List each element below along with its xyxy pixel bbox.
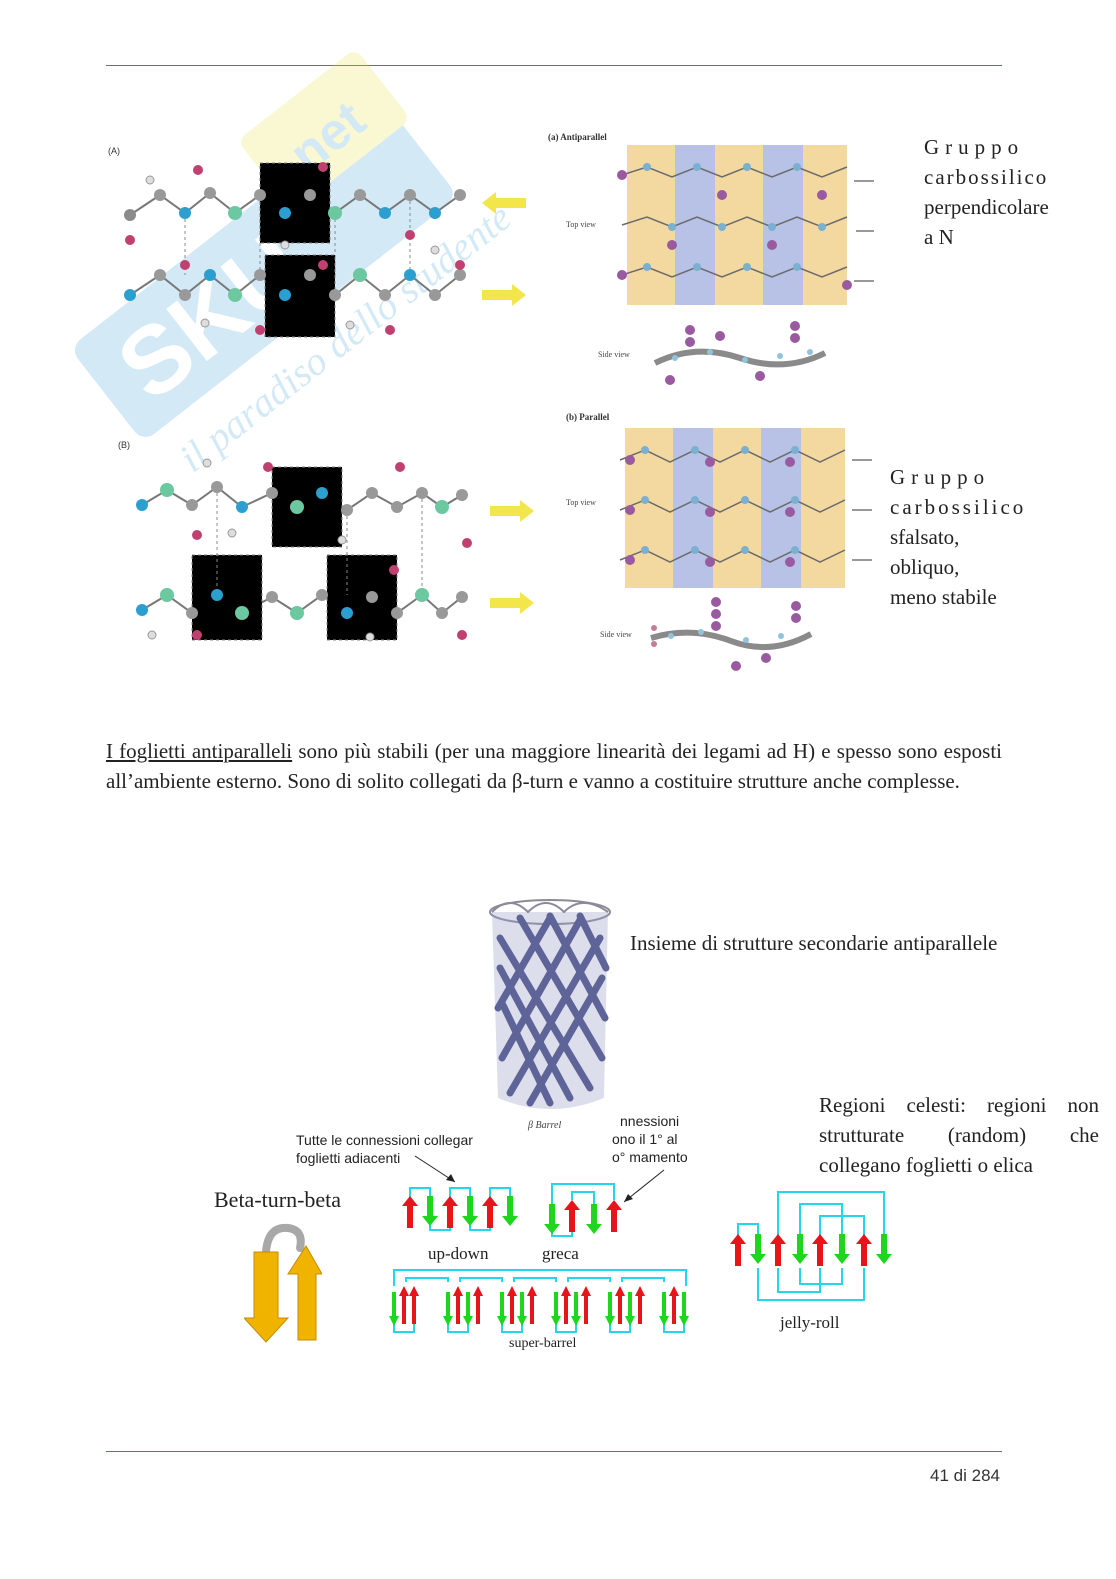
greca-label: greca bbox=[542, 1244, 579, 1263]
underlined-term: I foglietti antiparalleli bbox=[106, 739, 293, 763]
header-rule bbox=[106, 65, 1002, 66]
note-line: carbossilico bbox=[890, 495, 1027, 519]
greek-key-topology bbox=[544, 1183, 622, 1237]
note-line: sfalsato, bbox=[890, 525, 960, 549]
super-barrel-label: super-barrel bbox=[509, 1336, 577, 1351]
jelly-roll-label: jelly-roll bbox=[780, 1313, 840, 1332]
parallel-strand-diagram bbox=[136, 458, 472, 642]
up-down-topology bbox=[402, 1187, 518, 1231]
direction-arrows-b bbox=[490, 500, 534, 614]
parallel-title: (b) Parallel bbox=[566, 412, 610, 422]
antiparallel-title: (a) Antiparallel bbox=[548, 132, 607, 142]
annotation-line: nnessioni bbox=[620, 1113, 680, 1129]
annotation-line: ono il 1° al bbox=[612, 1131, 678, 1147]
parallel-side-view bbox=[650, 597, 813, 671]
note-line: Gruppo bbox=[924, 135, 1025, 159]
up-down-label: up-down bbox=[428, 1244, 489, 1263]
annotation-line: o° mamento bbox=[612, 1149, 688, 1165]
annotation-greek-connections: nnessioni ono il 1° al o° mamento bbox=[612, 1112, 688, 1166]
parallel-note: Gruppo carbossilico sfalsato, obliquo, m… bbox=[890, 462, 1080, 612]
paragraph-text: sono più stabili (per una maggiore linea… bbox=[106, 739, 1003, 793]
beta-turn-beta-illustration bbox=[244, 1223, 322, 1343]
beta-barrel-illustration bbox=[489, 899, 611, 1109]
regions-note: Regioni celesti: regioni non strutturate… bbox=[819, 1093, 1099, 1177]
antiparallel-top-view-sheet bbox=[617, 145, 874, 305]
annotation-adjacent-connections: Tutte le connessioni collegar foglietti … bbox=[296, 1131, 473, 1167]
note-line: carbossilico bbox=[924, 165, 1049, 189]
panel-a-label: (A) bbox=[108, 146, 120, 156]
note-line: perpendicolare bbox=[924, 195, 1049, 219]
antiparallel-side-view bbox=[653, 321, 827, 385]
parallel-top-view-label: Top view bbox=[566, 498, 596, 507]
body-paragraph: I foglietti antiparalleli sono più stabi… bbox=[106, 736, 1002, 796]
antiparallel-note: Gruppo carbossilico perpendicolare a N bbox=[924, 132, 1076, 252]
beta-barrel-caption: β Barrel bbox=[528, 1120, 562, 1131]
antiparallel-strand-diagram bbox=[124, 162, 466, 338]
note-line: Gruppo bbox=[890, 465, 991, 489]
beta-barrel-note: Insieme di strutture secondarie antipara… bbox=[630, 931, 998, 955]
annotation-pointers bbox=[414, 1155, 665, 1203]
page-number: 41 di 284 bbox=[930, 1466, 1000, 1485]
panel-b-label: (B) bbox=[118, 440, 130, 450]
annotation-line: foglietti adiacenti bbox=[296, 1150, 401, 1166]
antiparallel-top-view-label: Top view bbox=[566, 220, 596, 229]
parallel-side-view-label: Side view bbox=[600, 630, 632, 639]
beta-turn-beta-label: Beta-turn-beta bbox=[214, 1187, 342, 1212]
note-line: a N bbox=[924, 225, 954, 249]
note-line: meno stabile bbox=[890, 585, 997, 609]
footer-rule bbox=[106, 1451, 1002, 1452]
direction-arrows-a bbox=[482, 192, 526, 306]
super-barrel-topology bbox=[389, 1269, 689, 1333]
note-line: obliquo, bbox=[890, 555, 960, 579]
annotation-line: Tutte le connessioni collegar bbox=[296, 1132, 473, 1148]
antiparallel-side-view-label: Side view bbox=[598, 350, 630, 359]
parallel-top-view-sheet bbox=[619, 428, 872, 588]
jelly-roll-topology bbox=[730, 1191, 892, 1301]
